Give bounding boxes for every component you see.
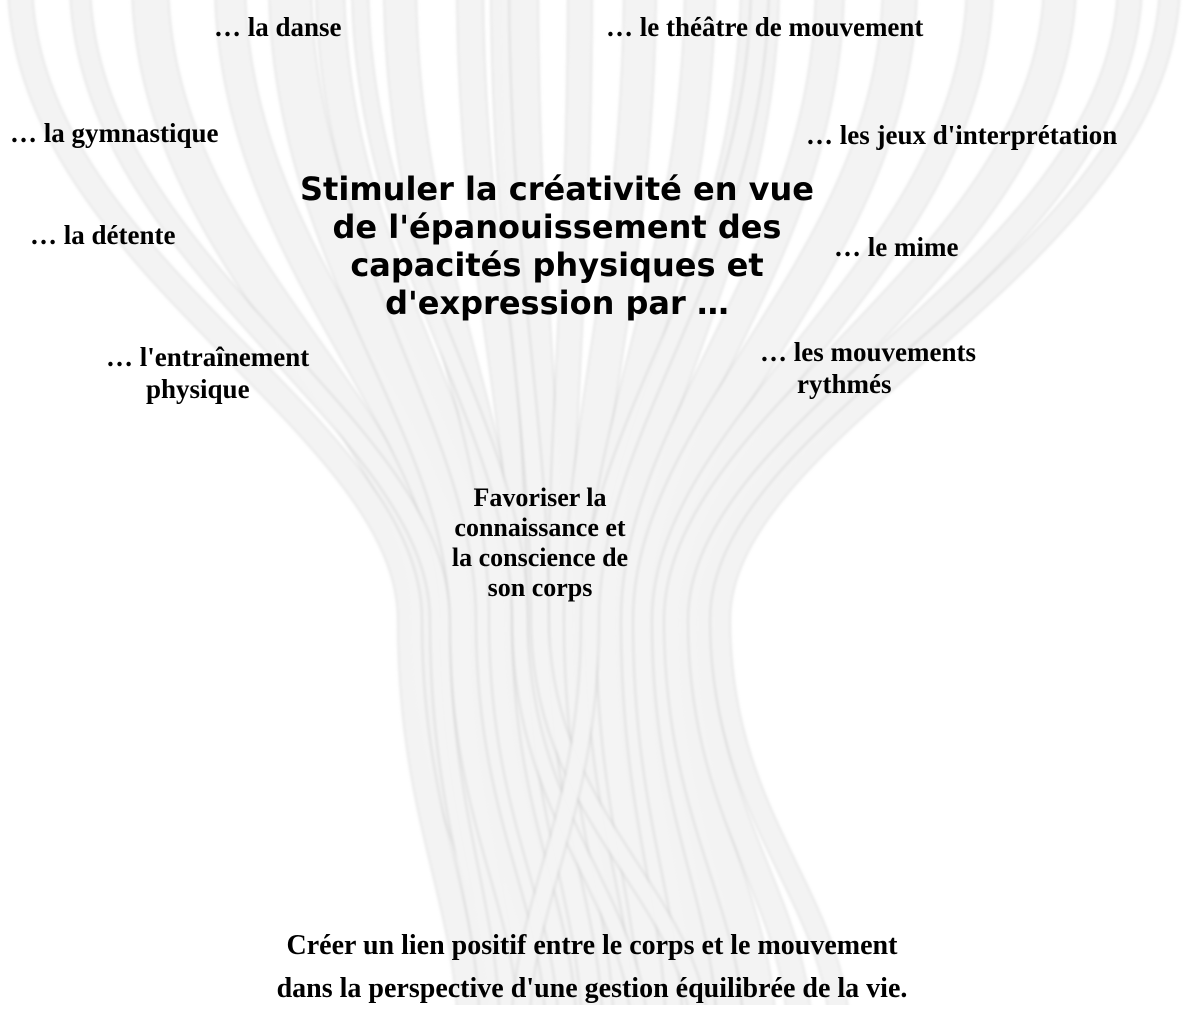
center-goal-line: son corps [420,573,660,603]
item-le-mime: … le mime [834,232,958,262]
item-entrainement-line2: physique [146,374,250,404]
bottom-goal-line2: dans la perspective d'une gestion équili… [100,965,1084,1013]
main-title-line: capacités physiques et [297,246,817,284]
item-mouvements-line2: rythmés [797,369,891,399]
item-le-theatre-de-mouvement: … le théâtre de mouvement [606,12,923,42]
main-title-line: d'expression par … [297,284,817,322]
center-goal-text: Favoriser la connaissance et la conscien… [420,483,660,603]
main-title-line: de l'épanouissement des [297,208,817,246]
item-la-danse: … la danse [214,12,342,42]
center-goal-line: la conscience de [420,543,660,573]
center-goal-line: connaissance et [420,513,660,543]
center-goal-line: Favoriser la [420,483,660,513]
main-title: Stimuler la créativité en vue de l'épano… [297,170,817,322]
item-entrainement-line1: … l'entraînement [106,342,309,372]
item-la-gymnastique: … la gymnastique [10,118,219,148]
item-la-detente: … la détente [30,220,175,250]
bottom-goal-line1: Créer un lien positif entre le corps et … [100,922,1084,970]
item-les-jeux-d-interpretation: … les jeux d'interprétation [806,120,1117,150]
main-title-line: Stimuler la créativité en vue [297,170,817,208]
item-mouvements-line1: … les mouvements [760,337,976,367]
